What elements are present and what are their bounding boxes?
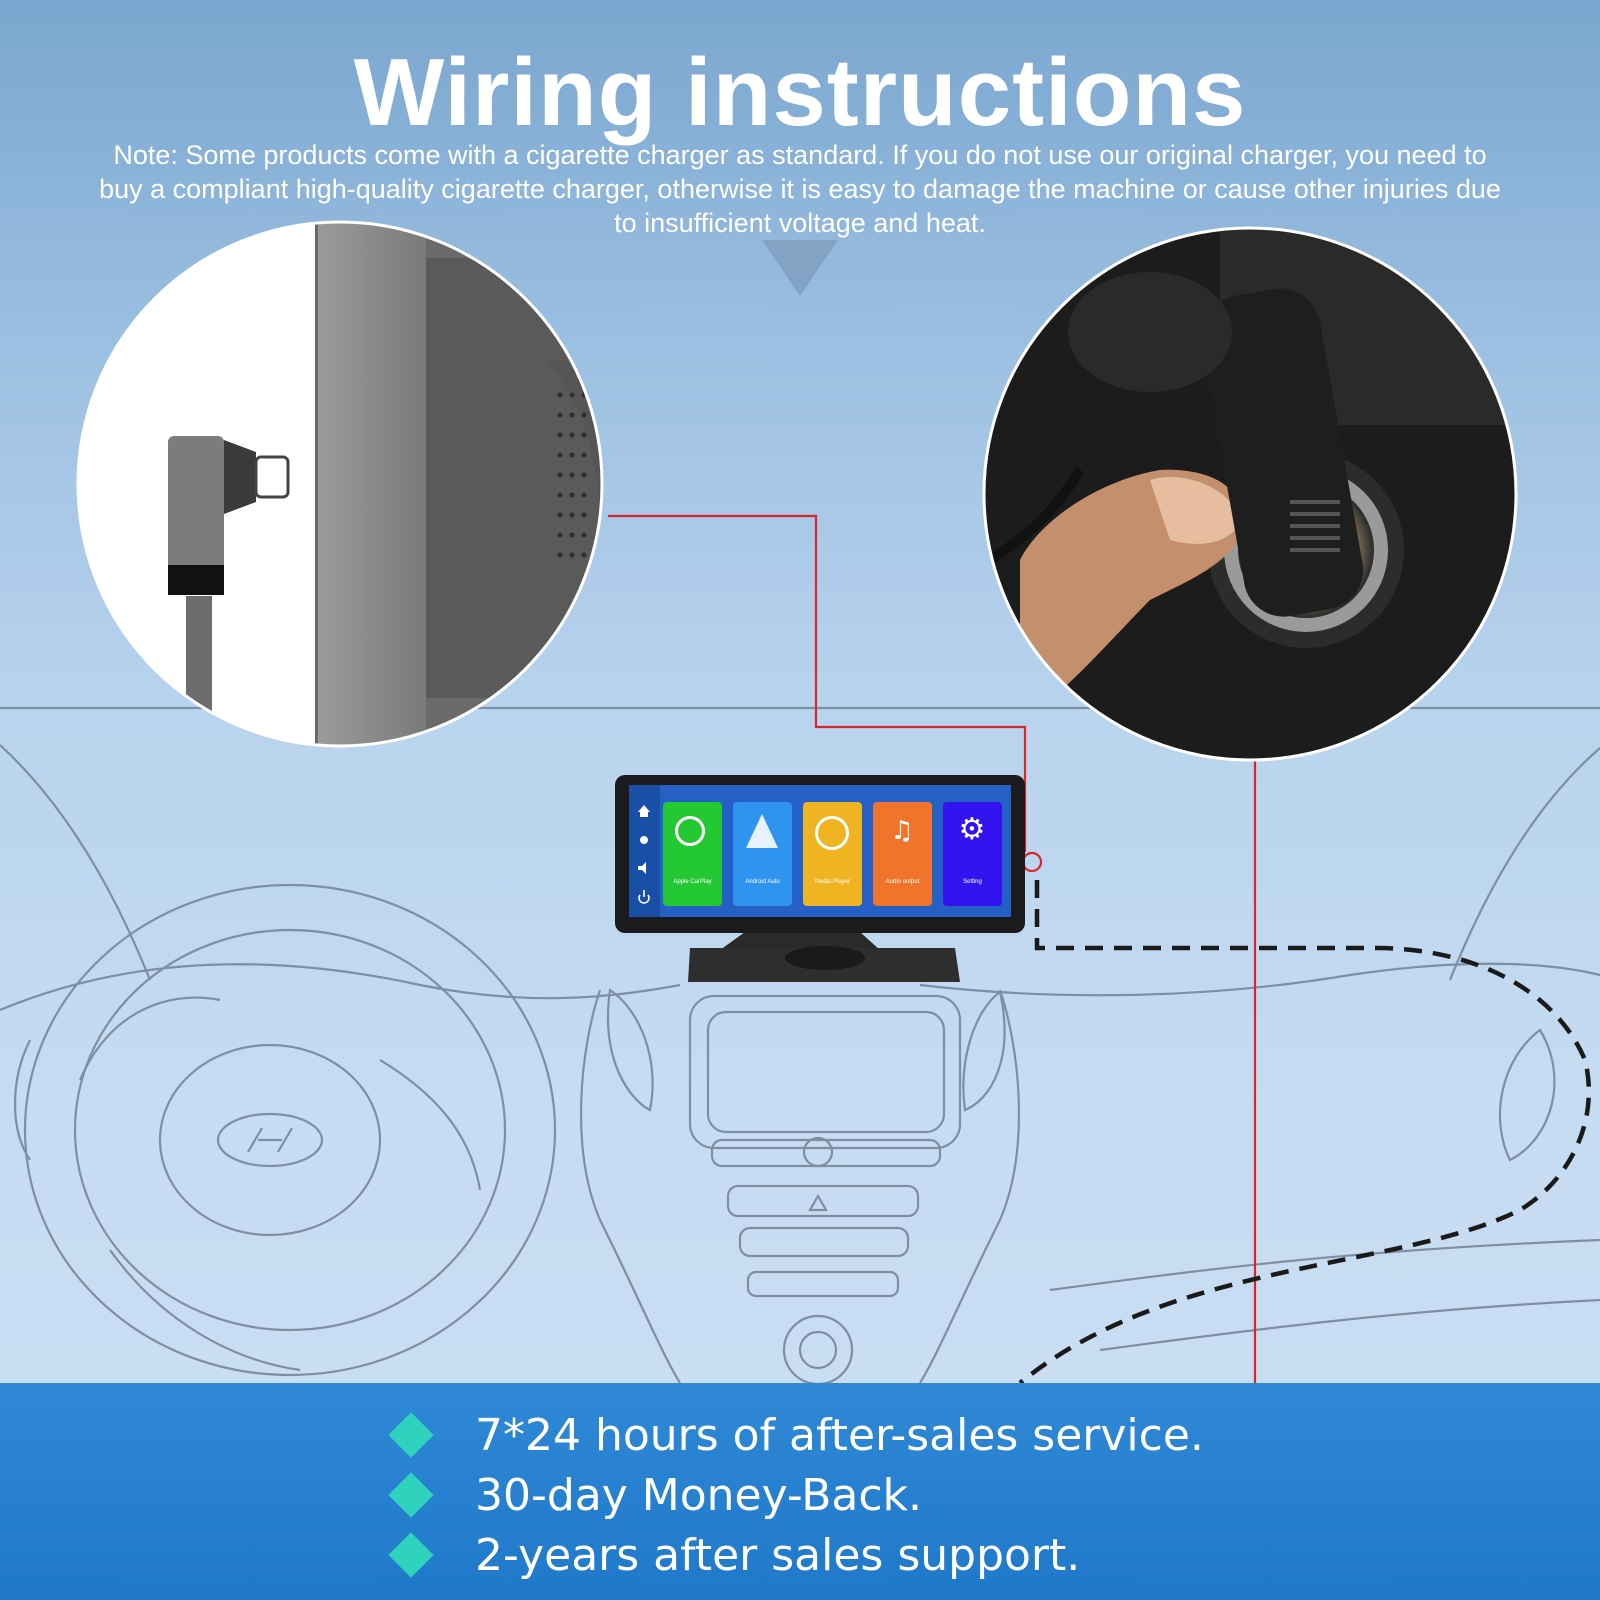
service-text: 7*24 hours of after-sales service. <box>475 1409 1204 1461</box>
diamond-bullet-icon <box>388 1412 434 1458</box>
app-label: Android Auto <box>745 879 780 885</box>
settings-icon: ⚙ <box>958 812 986 847</box>
app-tile-apple-carplay[interactable]: Apple CarPlay <box>663 802 722 906</box>
app-tile-setting[interactable]: ⚙ Setting <box>943 802 1002 906</box>
media-player-icon <box>815 816 849 850</box>
app-tile-android-auto[interactable]: Android Auto <box>733 802 792 906</box>
diamond-bullet-icon <box>388 1532 434 1578</box>
charger-note: Note: Some products come with a cigarett… <box>99 140 1501 238</box>
brightness-icon <box>640 836 648 844</box>
home-icon <box>638 805 650 817</box>
usb-c-closeup <box>78 222 602 746</box>
volume-icon <box>638 862 646 874</box>
app-grid: Apple CarPlay Android Auto Media Player … <box>663 802 1003 906</box>
app-tile-audio-output[interactable]: ♫ Audio output <box>873 802 932 906</box>
page-title: Wiring instructions <box>353 39 1247 146</box>
app-label: Audio output <box>885 879 920 885</box>
screen-sidebar <box>638 805 650 904</box>
service-band: 7*24 hours of after-sales service. 30-da… <box>0 1383 1600 1600</box>
diamond-bullet-icon <box>388 1472 434 1518</box>
money-back-text: 30-day Money-Back. <box>475 1469 923 1521</box>
list-item: 7*24 hours of after-sales service. <box>385 1405 1204 1465</box>
power-icon <box>638 890 650 904</box>
plug-grip <box>1290 500 1340 552</box>
cigarette-socket-closeup <box>984 228 1516 760</box>
dashed-cable <box>1018 880 1591 1385</box>
app-label: Media Player <box>814 879 850 885</box>
audio-output-icon: ♫ <box>890 816 914 846</box>
list-item: 30-day Money-Back. <box>385 1465 1204 1525</box>
app-tile-media-player[interactable]: Media Player <box>803 802 862 906</box>
carplay-icon <box>675 816 705 846</box>
hyundai-logo <box>216 1112 324 1168</box>
speaker-grille <box>557 392 587 558</box>
service-list: 7*24 hours of after-sales service. 30-da… <box>385 1405 1204 1585</box>
app-label: Apple CarPlay <box>673 879 712 885</box>
pointer-triangle <box>762 240 838 296</box>
support-text: 2-years after sales support. <box>475 1529 1081 1581</box>
android-auto-icon <box>746 814 778 848</box>
list-item: 2-years after sales support. <box>385 1525 1204 1585</box>
app-label: Setting <box>963 879 982 885</box>
